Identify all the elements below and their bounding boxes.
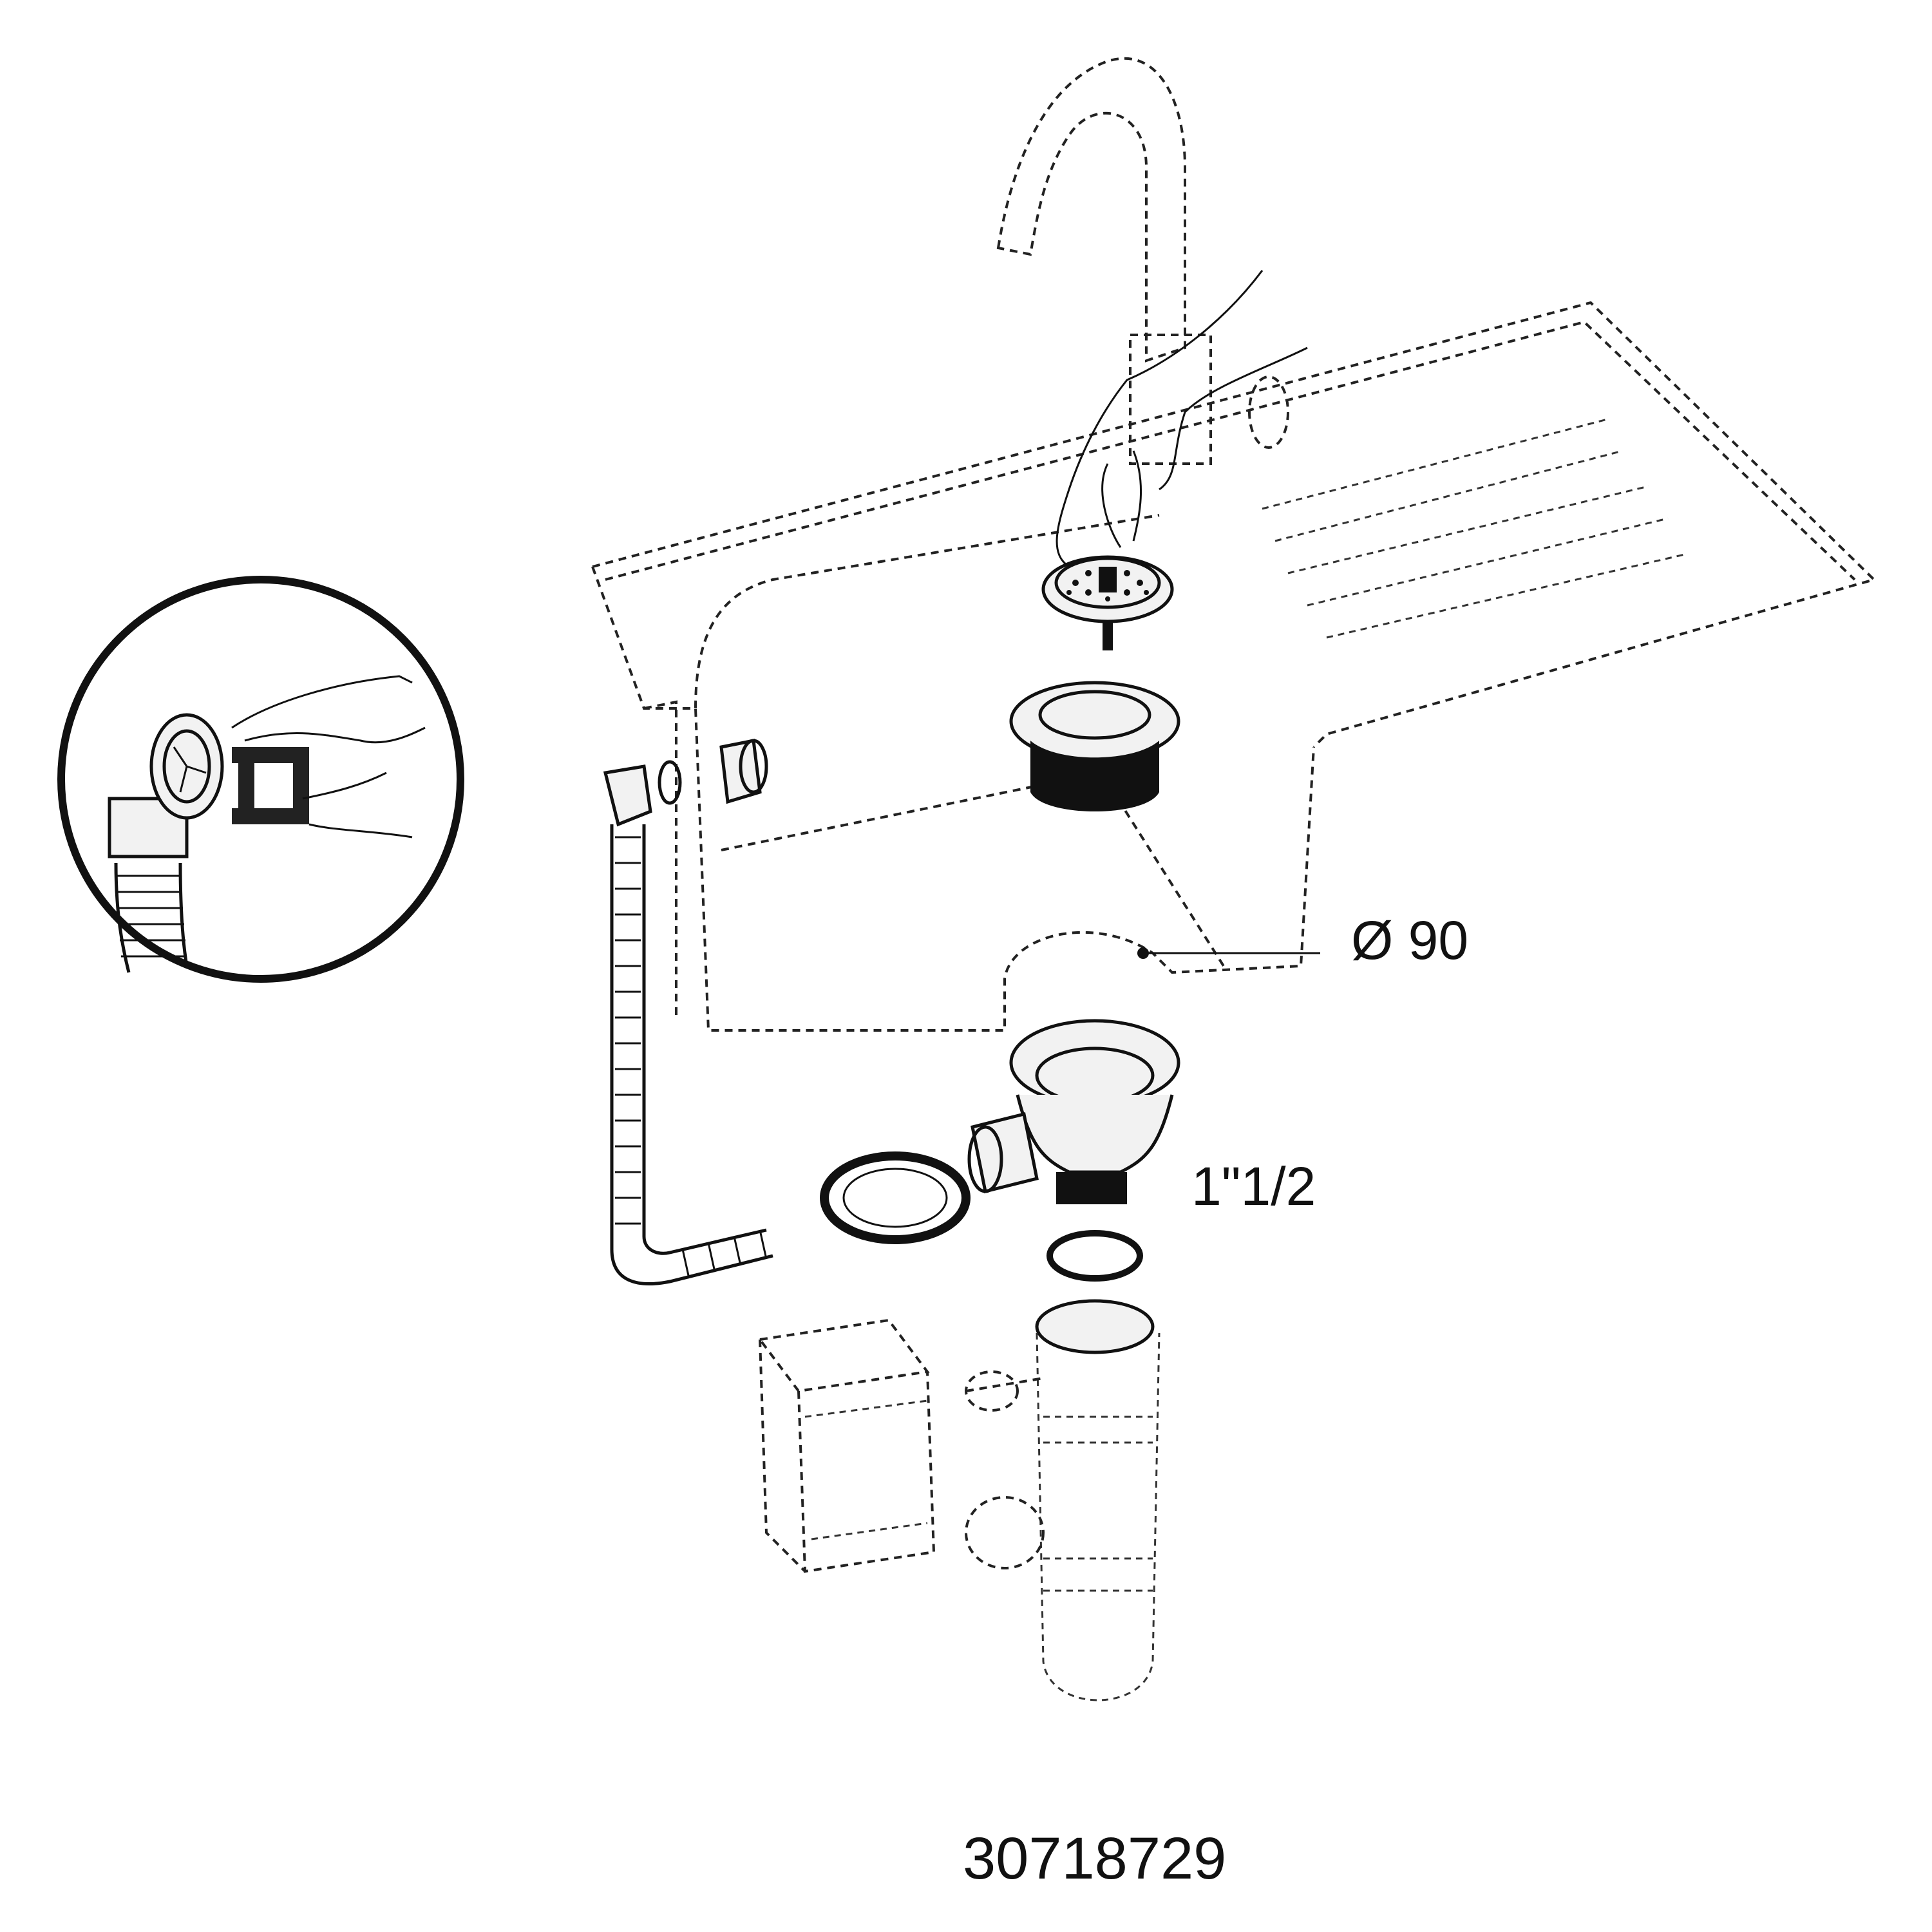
detail-magnifier-icon: [57, 576, 464, 983]
overflow-hose-icon: [603, 764, 773, 1285]
sink-icon: [591, 301, 1877, 1032]
washer-icon: [820, 1151, 971, 1244]
drain-flange-icon: [1009, 681, 1180, 811]
outlet-diameter-label: Ø 90: [1351, 910, 1469, 971]
clip-key-icon: [232, 747, 309, 824]
reference-number: 30718729: [963, 1826, 1227, 1891]
drain-body-icon: [967, 1019, 1180, 1204]
washing-machine-icon: [757, 1318, 936, 1573]
washer-icon: [1046, 1230, 1143, 1282]
elbow-connector-icon: [108, 713, 224, 973]
faucet-icon: [996, 57, 1212, 465]
thread-size-label: 1"1/2: [1191, 1156, 1316, 1217]
dimension-leader: [1137, 947, 1320, 959]
bottle-trap-icon: [965, 1299, 1160, 1701]
hand-icon: [231, 675, 426, 838]
hand-icon: [1056, 270, 1308, 568]
basket-strainer-icon: [1041, 555, 1174, 650]
overflow-connector-icon: [658, 739, 768, 805]
